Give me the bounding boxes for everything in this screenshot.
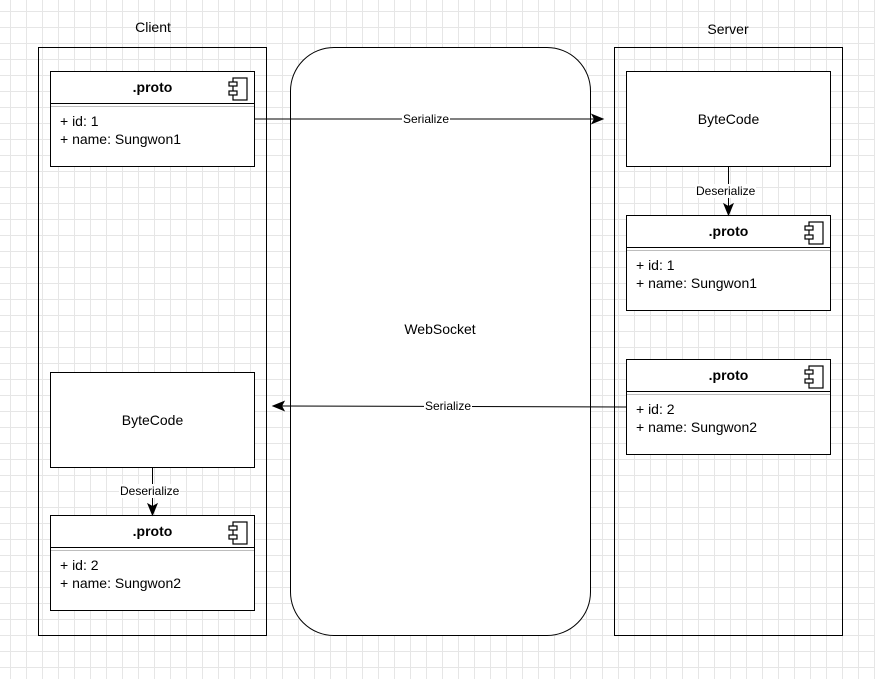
proto-fields: + id: 1 + name: Sungwon1	[627, 248, 830, 292]
proto-fields: + id: 2 + name: Sungwon2	[627, 392, 830, 436]
proto-header: .proto	[627, 360, 830, 392]
component-icon	[804, 221, 824, 245]
arrowhead-down	[146, 502, 159, 517]
client-bytecode-label: ByteCode	[121, 412, 184, 428]
proto-field-name: + name: Sungwon2	[636, 419, 758, 435]
client-bytecode-box[interactable]: ByteCode	[50, 372, 255, 468]
proto-field-name: + name: Sungwon2	[60, 575, 182, 591]
client-proto-bottom[interactable]: .proto + id: 2 + name: Sungwon2	[50, 515, 255, 611]
proto-field-id: + id: 2	[636, 401, 675, 417]
component-icon	[228, 77, 248, 101]
proto-title: .proto	[708, 223, 749, 239]
proto-header: .proto	[51, 516, 254, 548]
proto-fields: + id: 1 + name: Sungwon1	[51, 104, 254, 148]
serialize-label-bottom: Serialize	[424, 399, 473, 413]
proto-field-id: + id: 1	[60, 113, 99, 129]
server-lane[interactable]	[614, 47, 843, 636]
serialize-label-top: Serialize	[402, 112, 451, 126]
deserialize-label-server: Deserialize	[695, 184, 757, 198]
proto-title: .proto	[132, 523, 173, 539]
component-icon	[804, 365, 824, 389]
server-lane-title: Server	[707, 21, 749, 37]
arrowhead-down	[722, 202, 735, 217]
proto-header: .proto	[627, 216, 830, 248]
websocket-label: WebSocket	[404, 321, 476, 337]
client-lane[interactable]	[38, 47, 267, 636]
proto-field-id: + id: 1	[636, 257, 675, 273]
server-bytecode-box[interactable]: ByteCode	[626, 71, 831, 167]
server-bytecode-label: ByteCode	[697, 111, 760, 127]
client-lane-title: Client	[135, 19, 171, 35]
arrowhead-right	[590, 113, 605, 125]
client-proto-top[interactable]: .proto + id: 1 + name: Sungwon1	[50, 71, 255, 167]
proto-field-name: + name: Sungwon1	[636, 275, 758, 291]
deserialize-label-client: Deserialize	[119, 484, 181, 498]
server-proto-top[interactable]: .proto + id: 1 + name: Sungwon1	[626, 215, 831, 311]
websocket-channel[interactable]	[290, 47, 591, 636]
component-icon	[228, 521, 248, 545]
proto-header: .proto	[51, 72, 254, 104]
proto-fields: + id: 2 + name: Sungwon2	[51, 548, 254, 592]
proto-field-id: + id: 2	[60, 557, 99, 573]
server-proto-bottom[interactable]: .proto + id: 2 + name: Sungwon2	[626, 359, 831, 455]
proto-title: .proto	[132, 79, 173, 95]
proto-field-name: + name: Sungwon1	[60, 131, 182, 147]
proto-title: .proto	[708, 367, 749, 383]
arrowhead-left	[271, 400, 286, 412]
